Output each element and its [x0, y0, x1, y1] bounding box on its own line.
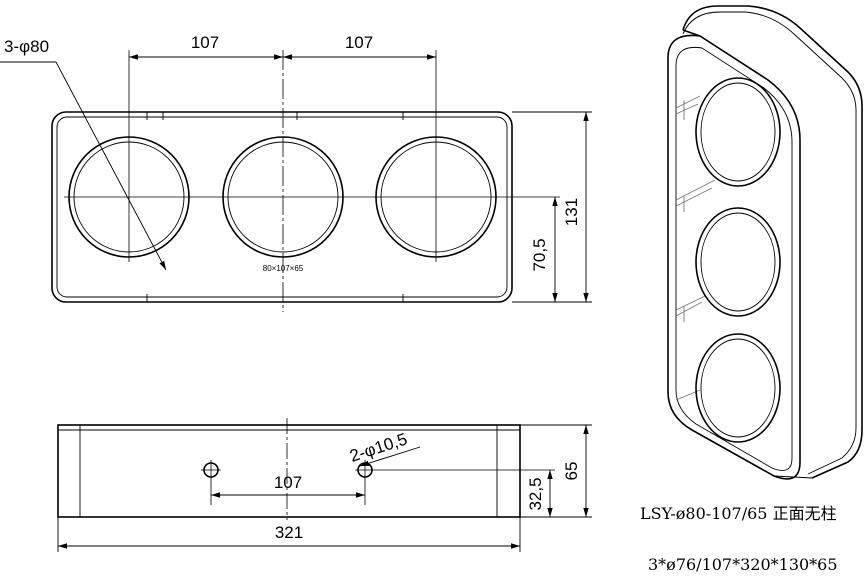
label-depth: 65	[562, 462, 581, 481]
iso-back-outline	[682, 5, 863, 479]
label-height-overall: 131	[562, 198, 581, 226]
iso-back-inner	[682, 11, 857, 475]
iso-top-corner	[682, 29, 701, 37]
caption-spec: 3*ø76/107*320*130*65	[648, 555, 838, 574]
front-outer-outline	[51, 111, 513, 303]
label-pitch-left: 107	[191, 33, 219, 52]
front-view: 107 107 3-φ80 131 70,5 80×107×65	[0, 33, 592, 312]
label-width-overall: 321	[275, 523, 303, 542]
bottom-view: 107 2-φ10,5 321 65 32,5	[57, 418, 592, 552]
label-center-note: 80×107×65	[263, 264, 304, 273]
iso-inner-ribs	[675, 95, 716, 401]
bottom-outline	[57, 424, 521, 518]
iso-bottom-corner	[773, 475, 813, 479]
isometric-view	[667, 5, 863, 480]
label-mount-pitch: 107	[274, 473, 302, 492]
caption-model: LSY-ø80-107/65 正面无柱	[640, 504, 837, 523]
iso-lens-top	[695, 77, 781, 187]
front-tick-marks	[146, 112, 404, 302]
iso-lens-middle	[695, 207, 781, 317]
mount-hole-right	[355, 460, 555, 505]
mount-hole-left	[201, 460, 221, 505]
label-mount-height: 32,5	[526, 477, 545, 510]
leader-hole	[55, 61, 167, 271]
iso-lens-bottom	[695, 333, 781, 443]
label-hole-diameter: 3-φ80	[4, 37, 49, 56]
iso-front-rim-inner	[675, 46, 793, 471]
label-pitch-right: 107	[345, 33, 373, 52]
leader-mount-hole	[359, 446, 421, 467]
iso-front-rim-outer	[667, 34, 801, 480]
front-inner-outline	[56, 116, 508, 298]
label-height-center: 70,5	[530, 238, 549, 271]
